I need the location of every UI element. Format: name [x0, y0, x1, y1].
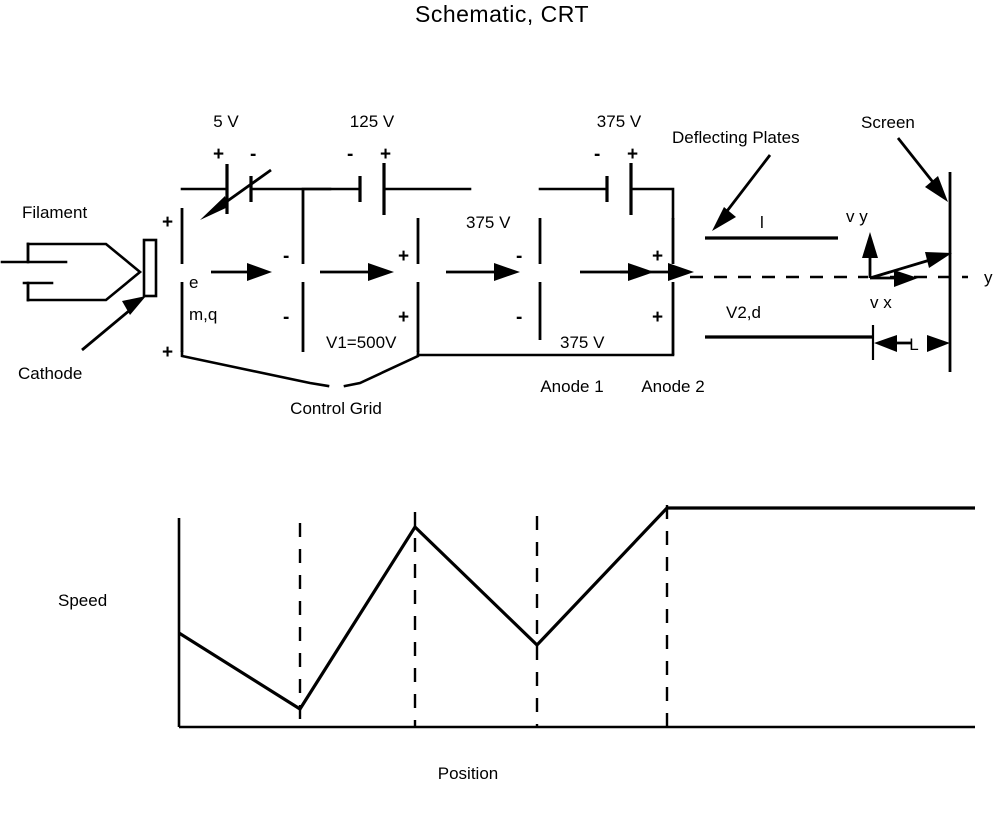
speed-curve	[178, 506, 975, 712]
control-grid-leader-left	[180, 350, 330, 388]
screen-leader-arrow	[896, 137, 948, 202]
deflecting-plates-leader-arrow	[712, 154, 772, 231]
anode2-supply-value: 375 V	[597, 112, 642, 131]
polarity-anode2-top: +	[652, 246, 663, 267]
polarity-accel-top: +	[398, 246, 409, 267]
screen-label: Screen	[861, 113, 915, 132]
upper-mid-voltage: 375 V	[466, 213, 511, 232]
velocity-y-vector	[862, 232, 878, 278]
filament-symbol	[0, 242, 143, 302]
drift-length-label: L	[909, 335, 918, 354]
velocity-resultant-vector	[869, 252, 952, 280]
anode2-supply-right-sign: +	[627, 144, 638, 165]
anode1-supply-circuit	[301, 163, 472, 215]
filament-label: Filament	[22, 203, 87, 222]
deflecting-plates-label: Deflecting Plates	[672, 128, 800, 147]
y-axis-label: y	[984, 268, 993, 287]
plate-length-label: l	[760, 213, 764, 232]
grid-supply-right-sign: -	[250, 144, 256, 165]
lower-mid-voltage: 375 V	[560, 333, 605, 352]
cathode-label: Cathode	[18, 364, 82, 383]
graph-xlabel: Position	[438, 764, 498, 783]
anode1-supply-value: 125 V	[350, 112, 395, 131]
v2d-label: V2,d	[726, 303, 761, 322]
anode1-label: Anode 1	[540, 377, 603, 396]
anode1-supply-left-sign: -	[347, 144, 353, 165]
polarity-grid-top: -	[283, 246, 289, 267]
polarity-accel-bottom: +	[398, 307, 409, 328]
electron-label: e	[189, 273, 198, 292]
cathode-plate	[142, 238, 158, 298]
velocity-y-label: v y	[846, 207, 868, 226]
anode1-supply-right-sign: +	[380, 144, 391, 165]
beam-arrow-1	[211, 263, 272, 281]
drift-length-dimension	[871, 325, 950, 360]
polarity-anode1-top: -	[516, 246, 522, 267]
grid-supply-left-sign: +	[213, 144, 224, 165]
graph-ylabel: Speed	[58, 591, 107, 610]
beam-arrow-5	[620, 263, 694, 281]
beam-arrow-3	[446, 263, 520, 281]
control-grid-leader-right	[343, 350, 420, 388]
anode2-label: Anode 2	[641, 377, 704, 396]
mass-charge-label: m,q	[189, 305, 217, 324]
beam-arrow-2	[320, 263, 394, 281]
control-grid-label: Control Grid	[290, 399, 382, 418]
speed-graph	[177, 505, 975, 729]
polarity-anode1-bottom: -	[516, 307, 522, 328]
grid-supply-circuit	[180, 164, 332, 220]
page-title: Schematic, CRT	[415, 1, 589, 27]
cathode-leader-arrow	[81, 296, 146, 352]
v1-label: V1=500V	[326, 333, 397, 352]
polarity-cathode-bottom: +	[162, 342, 173, 363]
grid-supply-value: 5 V	[213, 112, 239, 131]
polarity-anode2-bottom: +	[652, 307, 663, 328]
velocity-x-label: v x	[870, 293, 892, 312]
anode2-supply-circuit	[605, 163, 675, 220]
anode2-supply-left-sign: -	[594, 144, 600, 165]
velocity-x-vector	[870, 270, 918, 287]
polarity-grid-bottom: -	[283, 307, 289, 328]
polarity-cathode-top: +	[162, 212, 173, 233]
